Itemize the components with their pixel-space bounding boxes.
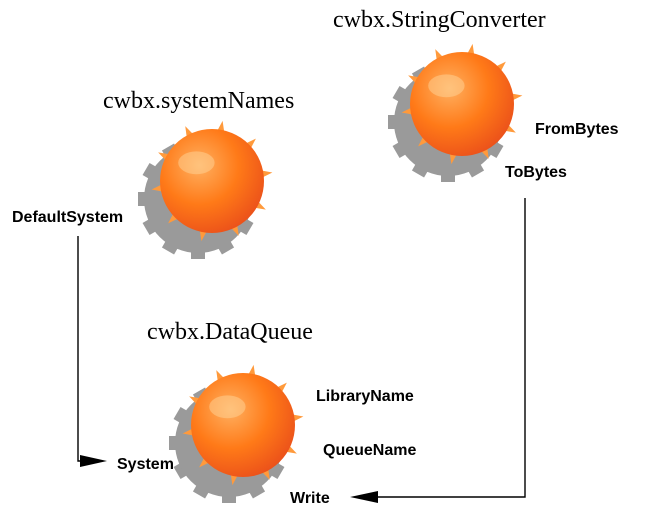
defaultsystem-to-system-connector (77, 236, 107, 467)
defaultsystem-label: DefaultSystem (12, 209, 123, 226)
gear-highlight (178, 151, 215, 175)
gear-highlight (428, 74, 465, 98)
system-arrowhead-icon (80, 455, 107, 467)
tobytes-label: ToBytes (505, 164, 567, 181)
gear-body (410, 52, 514, 156)
write-label: Write (290, 490, 330, 507)
frombytes-label: FromBytes (535, 121, 619, 138)
gear-body (160, 129, 264, 233)
libraryname-label: LibraryName (316, 388, 414, 405)
tobytes-to-write-connector (350, 198, 526, 503)
data-queue-gear-icon[interactable] (169, 364, 304, 503)
data-queue-title: cwbx.DataQueue (147, 319, 313, 345)
gear-highlight (209, 395, 246, 419)
string-converter-title: cwbx.StringConverter (333, 7, 546, 33)
string-converter-gear-icon[interactable] (388, 43, 523, 182)
system-names-gear-icon[interactable] (138, 120, 273, 259)
gear-body (191, 373, 295, 477)
queuename-label: QueueName (323, 442, 416, 459)
system-label: System (117, 456, 174, 473)
system-names-title: cwbx.systemNames (103, 88, 294, 114)
write-arrowhead-icon (350, 491, 378, 503)
